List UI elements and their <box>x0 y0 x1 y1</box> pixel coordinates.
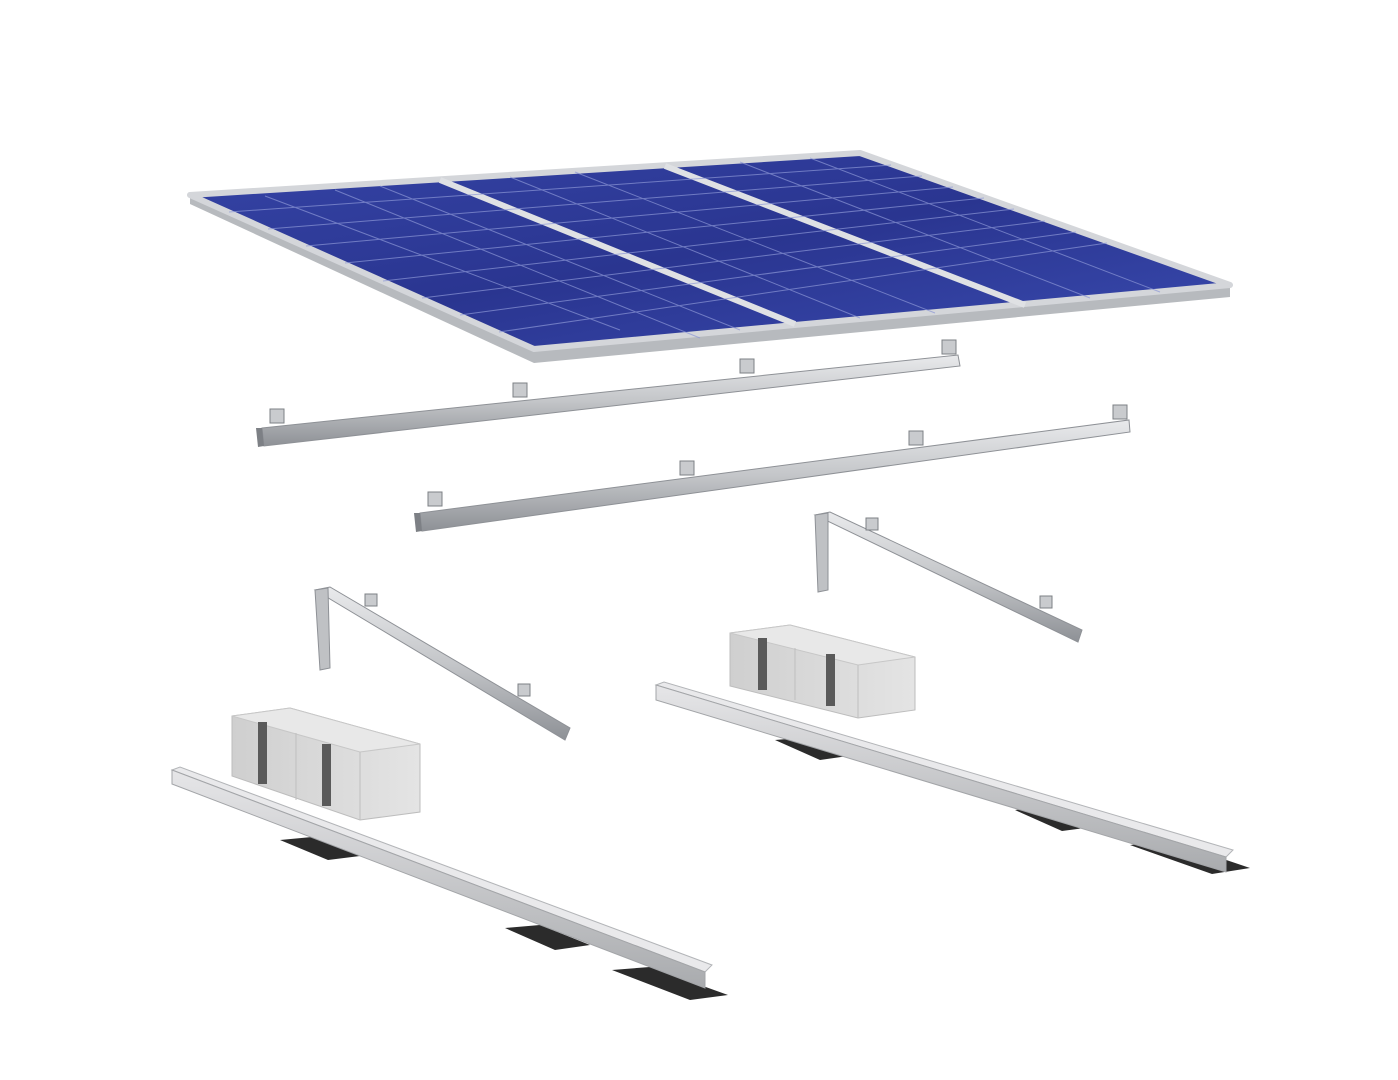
ballast-blocks-left <box>231 707 421 821</box>
ground-rail-left <box>170 766 728 1000</box>
solar-panel-array <box>187 150 1233 363</box>
strap-icon <box>322 744 331 806</box>
panel-frame-edge <box>190 195 1230 363</box>
ground-rail-right <box>654 681 1250 874</box>
strap-icon <box>258 722 267 784</box>
strap-icon <box>826 654 835 706</box>
panel-surface <box>187 150 1233 352</box>
rubber-pad <box>280 837 360 860</box>
triangle-bracket-left <box>313 586 571 741</box>
rail-clamp-icon <box>427 404 1128 507</box>
panel-cell-grid <box>228 157 1161 339</box>
rubber-pad <box>612 967 728 1000</box>
mounting-rail-1 <box>256 339 961 447</box>
ballast-blocks-right <box>729 624 916 719</box>
rail-clamp-icon <box>269 339 957 424</box>
strap-icon <box>758 638 767 690</box>
bracket-clamp-icon <box>364 593 531 697</box>
panel-seam-1 <box>438 177 797 327</box>
mounting-rail-2 <box>414 404 1131 532</box>
bracket-clamp-icon <box>865 517 1053 609</box>
rubber-pad <box>505 925 590 950</box>
triangle-bracket-right <box>813 511 1083 643</box>
panel-seam-2 <box>663 163 1027 308</box>
